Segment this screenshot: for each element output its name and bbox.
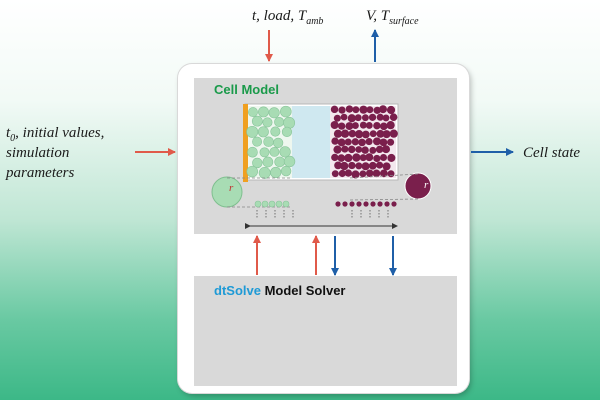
- cell-state-label: Cell state: [523, 145, 581, 161]
- top-input-label: t, load, Tamb: [252, 8, 324, 27]
- solver-title: dtSolve Model Solver: [214, 283, 346, 298]
- solver-title-rest: Model Solver: [260, 283, 346, 298]
- cell-model-title: Cell Model: [214, 82, 280, 97]
- left-input-label: t0, initial values, simulation parameter…: [6, 125, 105, 181]
- solver-title-accent: dtSolve: [214, 283, 261, 298]
- cell-model-box: [194, 78, 457, 234]
- solver-box: [194, 276, 457, 386]
- top-output-label: V, Tsurface: [366, 8, 419, 27]
